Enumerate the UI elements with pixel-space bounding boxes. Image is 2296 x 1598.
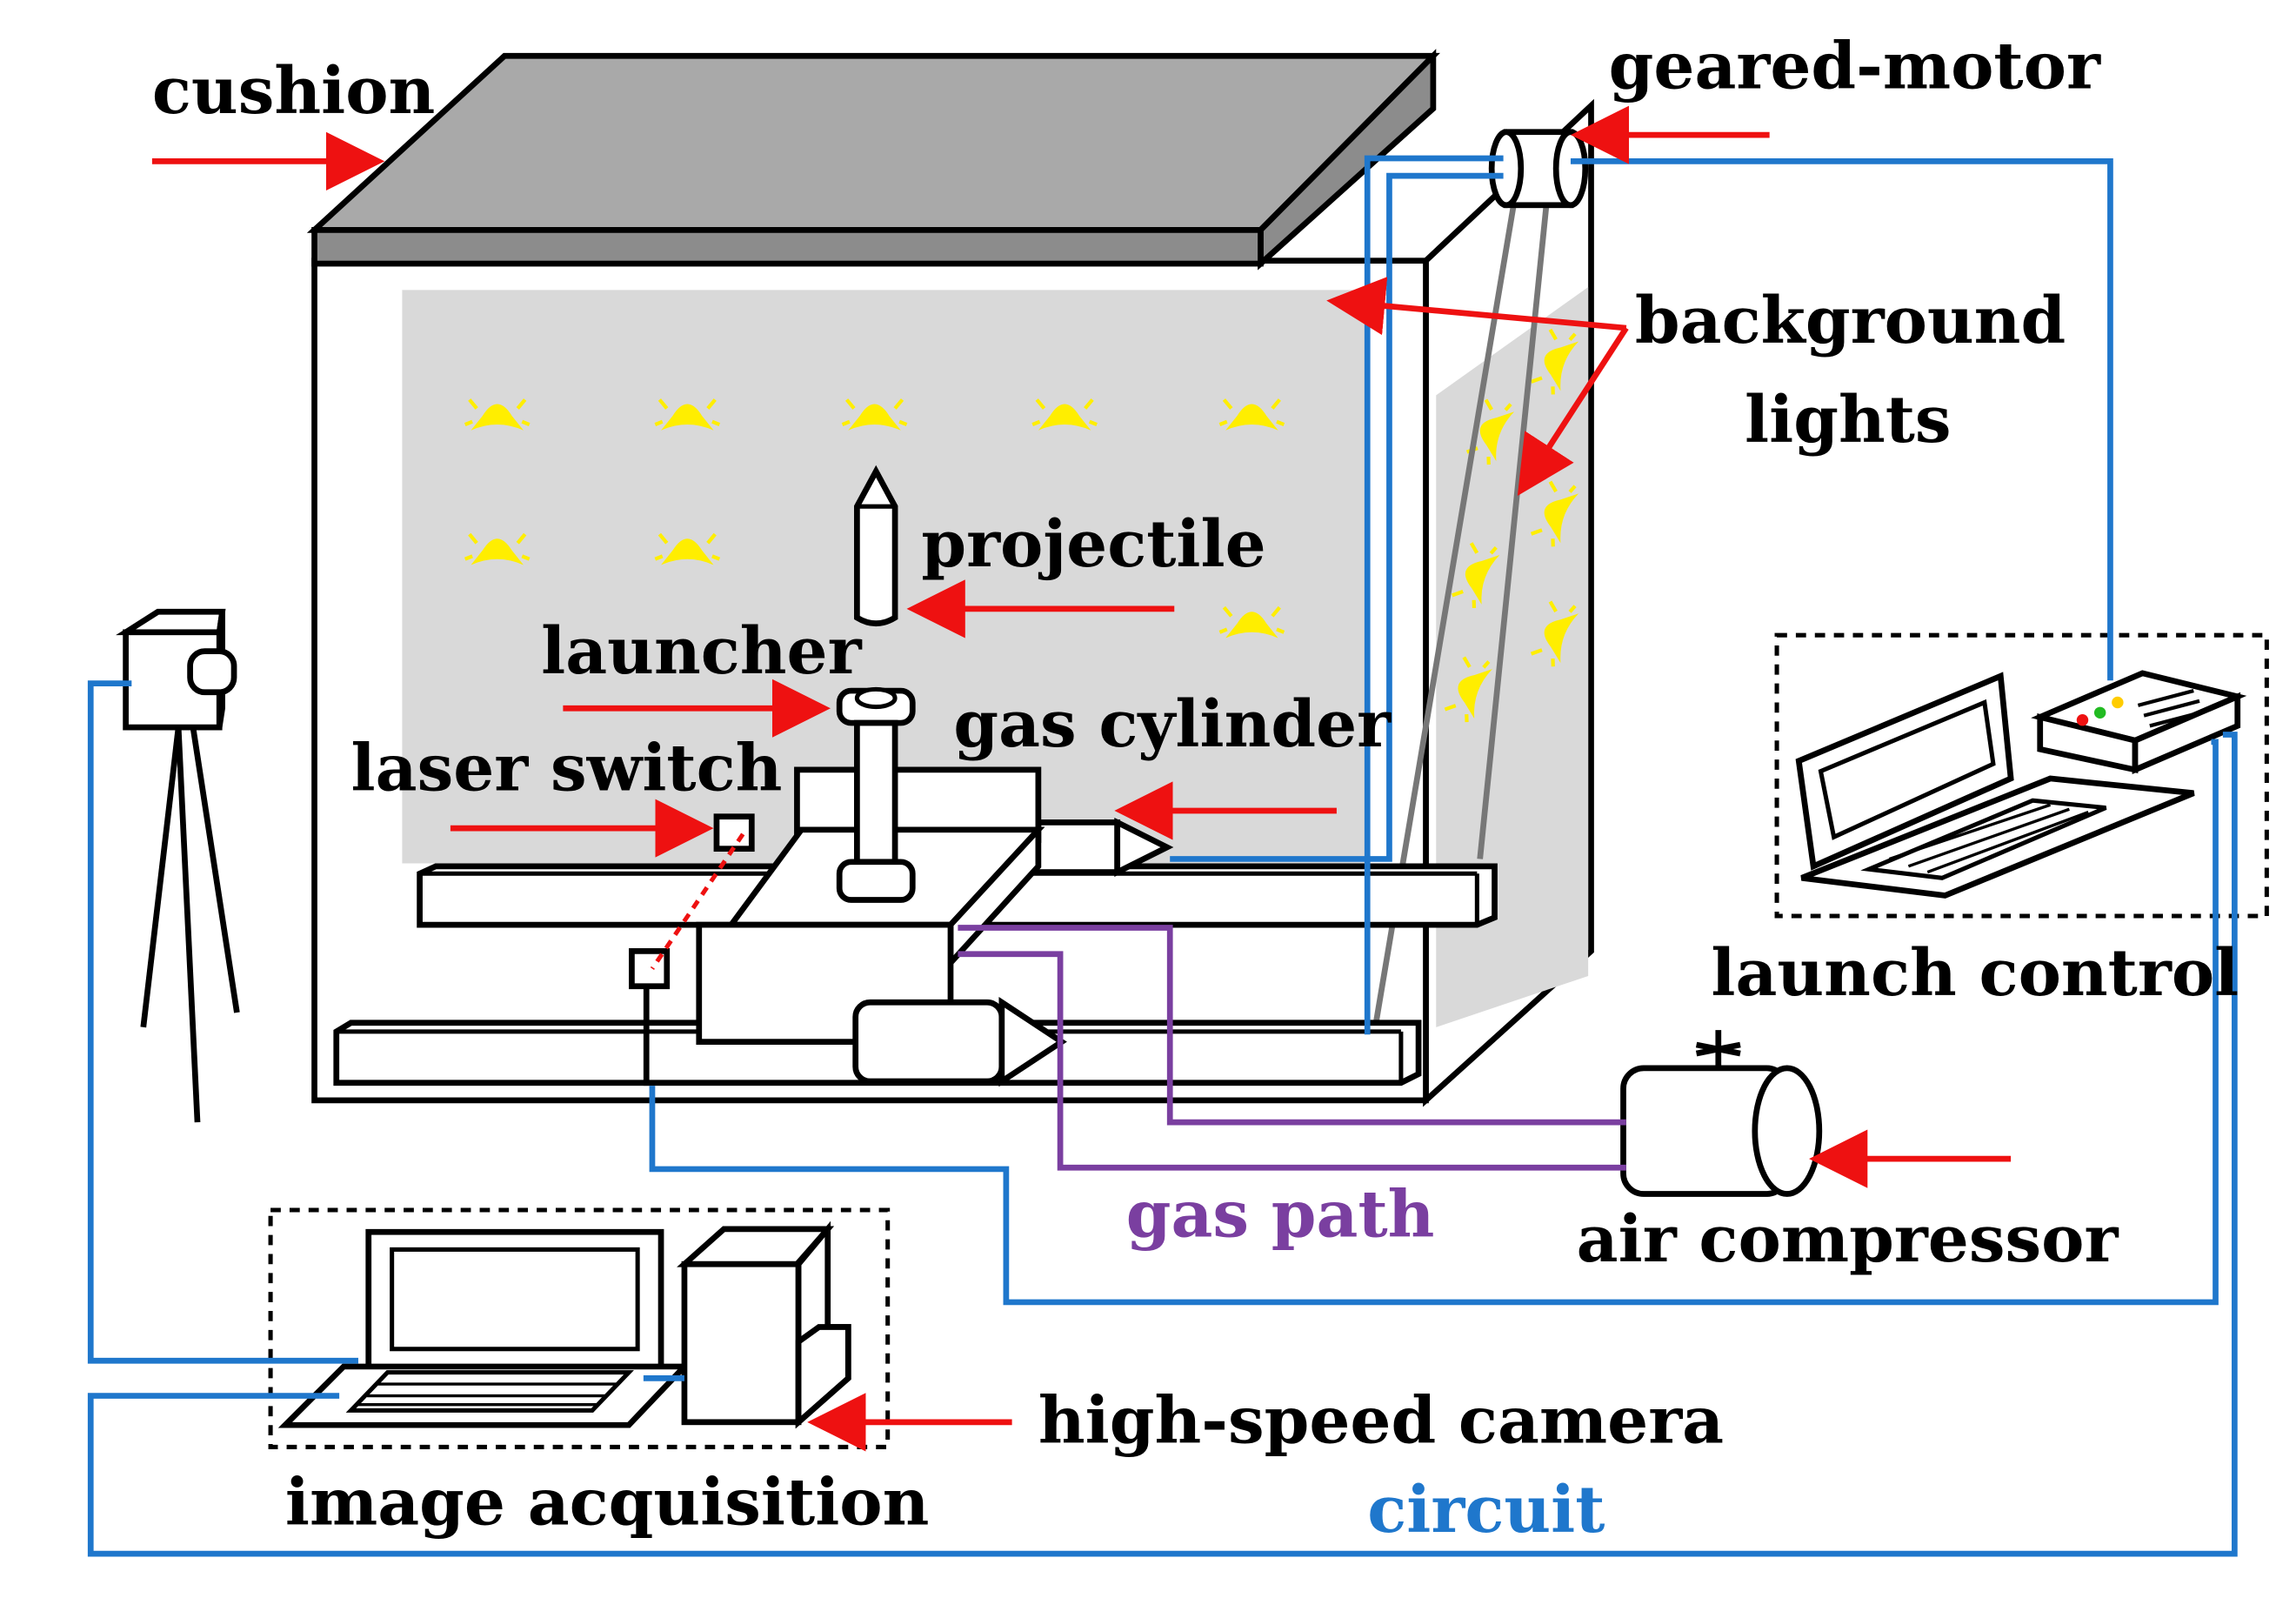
cushion-top	[306, 52, 1440, 233]
label-image-acquisition: image acquisition	[285, 1466, 930, 1541]
label-high-speed-camera: high-speed camera	[1038, 1383, 1724, 1458]
circuit-lines	[87, 155, 2238, 1557]
indicator-yellow	[2112, 696, 2124, 709]
label-geared-motor: geared-motor	[1609, 29, 2101, 104]
indicator-red	[2076, 713, 2089, 726]
controller-box	[2031, 670, 2247, 774]
label-launch-control: launch control	[1711, 936, 2239, 1011]
label-laser-switch: laser switch	[351, 731, 783, 806]
laser-beam	[650, 832, 745, 970]
acquisition-laptop-icon	[277, 1228, 691, 1428]
launcher-tube	[836, 686, 916, 903]
launch-control-box	[1774, 632, 2269, 919]
geared-motor	[1363, 129, 1589, 1084]
label-air-compressor: air compressor	[1577, 1202, 2119, 1277]
label-lights: lights	[1745, 383, 1952, 458]
projectile	[854, 465, 898, 627]
label-circuit: circuit	[1367, 1473, 1605, 1548]
laptop-icon	[1795, 672, 2195, 899]
background-lights-arrow-1	[1326, 277, 1627, 336]
background-lights-arrow-2	[1517, 326, 1629, 496]
label-cushion: cushion	[152, 54, 435, 129]
acquisition-computer	[677, 1220, 851, 1429]
label-launcher: launcher	[541, 614, 862, 689]
laser-switch	[629, 813, 755, 1087]
label-gas-cylinder: gas cylinder	[953, 687, 1392, 762]
gas-cylinder-front	[852, 996, 1067, 1087]
image-acquisition-box	[268, 1207, 891, 1449]
pointer-arrows	[151, 105, 2012, 1452]
labels: cushion geared-motor background lights p…	[152, 29, 2239, 1548]
cushion-front	[311, 227, 1264, 267]
indicator-green	[2093, 706, 2106, 719]
label-background: background	[1635, 284, 2066, 358]
air-compressor	[1620, 1030, 1823, 1197]
tripod-camera	[116, 608, 240, 1123]
label-projectile: projectile	[921, 507, 1265, 582]
label-gas-path: gas path	[1126, 1177, 1435, 1252]
gas-path-lines	[958, 925, 1626, 1171]
